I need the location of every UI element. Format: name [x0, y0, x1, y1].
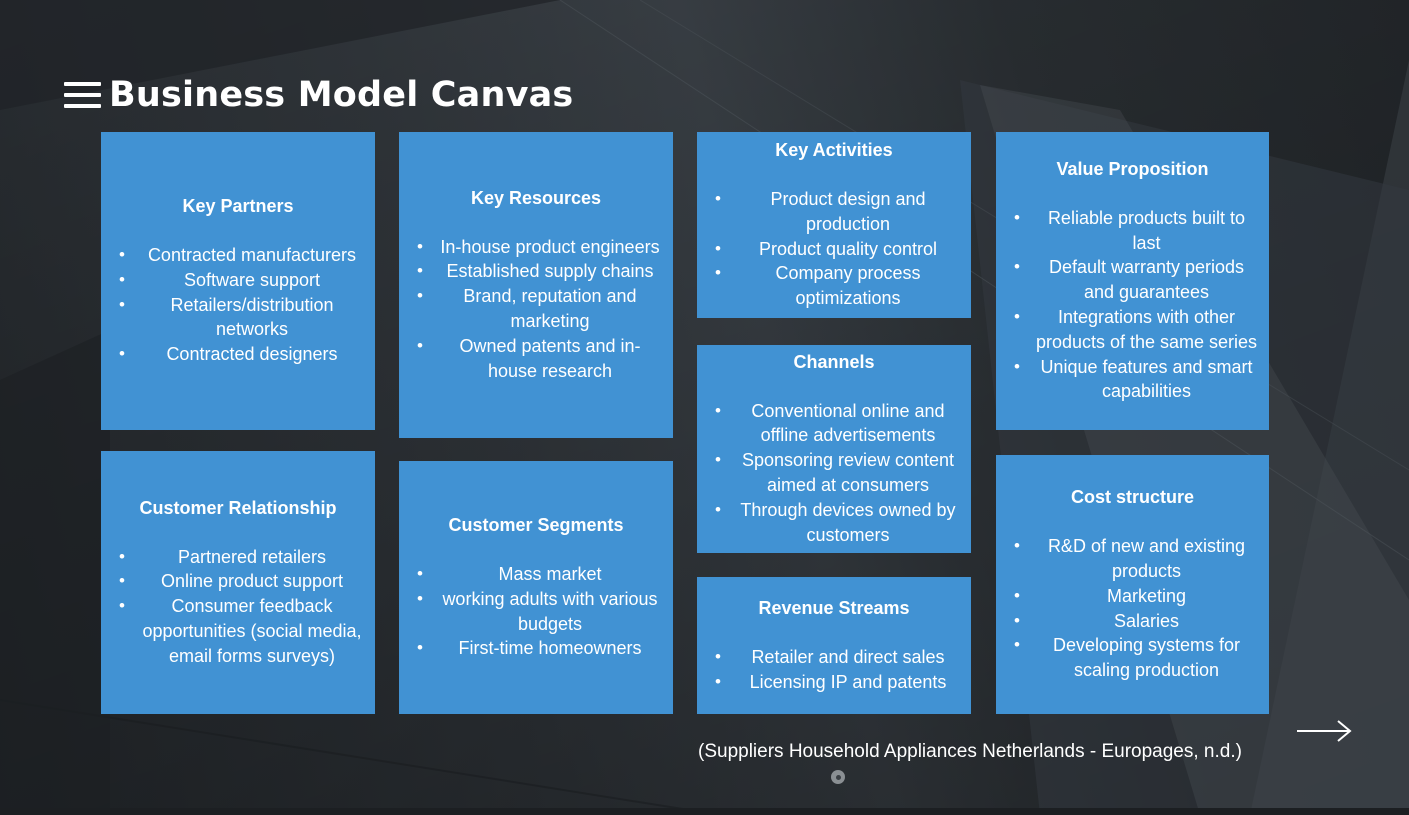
list-item: Product quality control	[703, 237, 965, 262]
bullet-list: Partnered retailers Online product suppo…	[107, 545, 369, 669]
list-item: Online product support	[107, 569, 369, 594]
citation-text: (Suppliers Household Appliances Netherla…	[698, 741, 1242, 762]
list-item: Marketing	[1002, 584, 1263, 609]
bullet-list: R&D of new and existing products Marketi…	[1002, 534, 1263, 683]
key-resources-box: Key Resources In-house product engineers…	[399, 132, 673, 438]
list-item: Mass market	[405, 562, 667, 587]
list-item: Partnered retailers	[107, 545, 369, 570]
list-item: Reliable products built to last	[1002, 206, 1263, 256]
box-title: Key Partners	[182, 196, 294, 216]
list-item: First-time homeowners	[405, 636, 667, 661]
list-item: Unique features and smart capabilities	[1002, 355, 1263, 405]
bullet-list: In-house product engineers Established s…	[405, 235, 667, 384]
customer-relationship-box: Customer Relationship Partnered retailer…	[101, 451, 375, 714]
list-item: working adults with various budgets	[405, 587, 667, 637]
bottom-bar	[0, 808, 1409, 815]
box-title: Channels	[793, 351, 875, 372]
hamburger-menu-icon[interactable]	[64, 82, 101, 108]
list-item: Owned patents and in-house research	[405, 334, 667, 384]
list-item: Product design and production	[703, 187, 965, 237]
box-title: Key Resources	[470, 187, 602, 208]
list-item: Sponsoring review content aimed at consu…	[703, 448, 965, 498]
revenue-streams-box: Revenue Streams Retailer and direct sale…	[697, 577, 971, 714]
list-item: Retailer and direct sales	[703, 645, 965, 670]
list-item: R&D of new and existing products	[1002, 534, 1263, 584]
list-item: In-house product engineers	[405, 235, 667, 260]
bullet-list: Conventional online and offline advertis…	[703, 399, 965, 548]
key-activities-box: Key Activities Product design and produc…	[697, 132, 971, 318]
title-row: Business Model Canvas	[64, 72, 573, 118]
customer-segments-box: Customer Segments Mass market working ad…	[399, 461, 673, 714]
box-title: Cost structure	[1070, 487, 1195, 508]
list-item: Consumer feedback opportunities (social …	[107, 594, 369, 668]
bullet-list: Contracted manufacturers Software suppor…	[107, 243, 369, 367]
page-title: Business Model Canvas	[109, 75, 574, 115]
list-item: Default warranty periods and guarantees	[1002, 255, 1263, 305]
slide-indicator-dot[interactable]	[831, 770, 845, 784]
list-item: Contracted manufacturers	[107, 243, 369, 268]
bullet-list: Reliable products built to last Default …	[1002, 206, 1263, 404]
list-item: Retailers/distribution networks	[107, 293, 369, 343]
box-title: Customer Segments	[448, 514, 624, 535]
list-item: Brand, reputation and marketing	[405, 284, 667, 334]
right-arrow-icon[interactable]	[1296, 719, 1352, 743]
bullet-list: Retailer and direct sales Licensing IP a…	[703, 645, 965, 695]
list-item: Established supply chains	[405, 259, 667, 284]
channels-box: Channels Conventional online and offline…	[697, 345, 971, 553]
value-proposition-box: Value Proposition Reliable products buil…	[996, 132, 1269, 430]
list-item: Through devices owned by customers	[703, 498, 965, 548]
list-item: Integrations with other products of the …	[1002, 305, 1263, 355]
list-item: Developing systems for scaling productio…	[1002, 633, 1263, 683]
list-item: Software support	[107, 268, 369, 293]
list-item: Contracted designers	[107, 342, 369, 367]
box-title: Value Proposition	[1056, 158, 1209, 179]
list-item: Salaries	[1002, 609, 1263, 634]
cost-structure-box: Cost structure R&D of new and existing p…	[996, 455, 1269, 714]
list-item: Conventional online and offline advertis…	[703, 399, 965, 449]
box-title: Key Activities	[775, 140, 893, 160]
bullet-list: Product design and production Product qu…	[703, 187, 965, 311]
bullet-list: Mass market working adults with various …	[405, 562, 667, 661]
key-partners-box: Key Partners Contracted manufacturers So…	[101, 132, 375, 430]
box-title: Customer Relationship	[139, 497, 337, 518]
list-item: Licensing IP and patents	[703, 670, 965, 695]
box-title: Revenue Streams	[758, 597, 910, 618]
list-item: Company process optimizations	[703, 261, 965, 311]
